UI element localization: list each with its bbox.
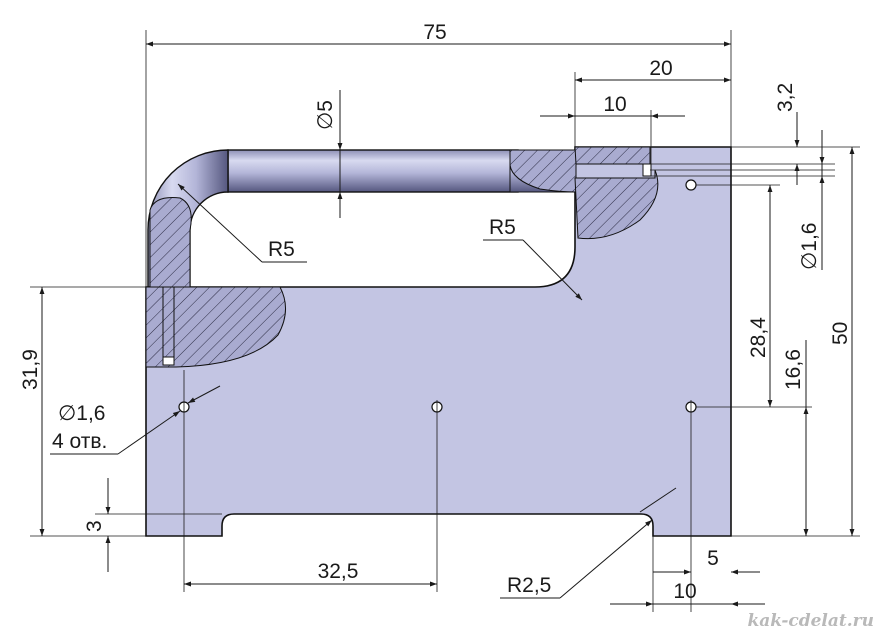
dim-overall-width: 75 — [423, 21, 446, 44]
svg-text:∅5: ∅5 — [314, 100, 337, 130]
dim-bend-radius: R5 — [268, 238, 295, 261]
section-right-pin — [642, 163, 652, 177]
dim-edge-offset-5: 5 — [707, 547, 719, 570]
hole-right-top — [685, 179, 697, 191]
dim-hole-diameter-left: ∅1,6 — [58, 402, 106, 425]
dim-hole-diameter-right: ∅1,6 — [798, 223, 821, 271]
plate-body — [145, 146, 732, 537]
section-bend — [149, 197, 192, 288]
dim-right-height-2: 16,6 — [782, 349, 805, 390]
dim-bottom-step: 3 — [83, 520, 106, 532]
watermark: kak-cdelat.ru — [747, 611, 874, 631]
dim-edge-offset-10: 10 — [673, 580, 696, 603]
dim-left-height: 31,9 — [19, 349, 42, 390]
dim-handle-diameter: ∅5 — [314, 100, 337, 130]
dim-slot-depth: 10 — [603, 93, 626, 116]
dim-corner-radius: R2,5 — [507, 574, 551, 597]
section-right — [509, 149, 577, 193]
dim-hole-count: 4 отв. — [52, 430, 107, 453]
dim-overall-height: 50 — [829, 322, 852, 345]
section-left-pin-end — [162, 356, 175, 366]
dim-inner-radius: R5 — [489, 216, 516, 239]
dim-slot-width: 20 — [649, 57, 672, 80]
section-left — [145, 286, 286, 368]
svg-text:∅1,6: ∅1,6 — [798, 223, 821, 271]
section-right-slot — [574, 146, 651, 165]
dim-hole-spacing: 32,5 — [318, 560, 359, 583]
dim-right-height-1: 28,4 — [747, 317, 770, 358]
dim-slot-height: 3,2 — [774, 83, 797, 112]
